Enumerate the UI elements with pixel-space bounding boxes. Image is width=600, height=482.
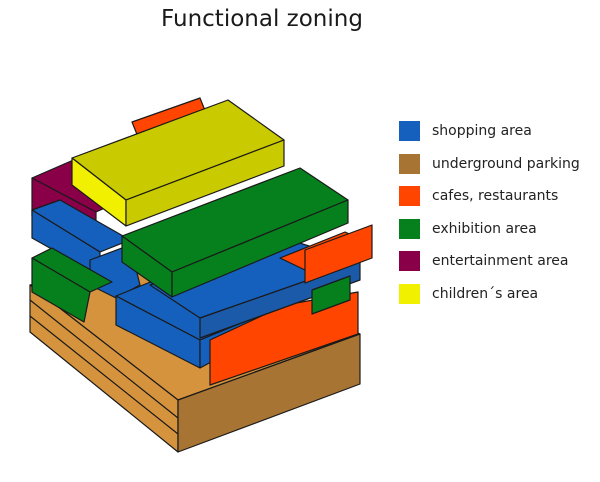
cafe-block-upper-front [304, 224, 373, 284]
legend-label: underground parking [432, 155, 580, 172]
legend-item-entertainment: entertainment area [399, 245, 580, 278]
legend-label: cafes, restaurants [432, 188, 559, 205]
legend-item-parking: underground parking [399, 148, 580, 181]
legend-label: shopping area [432, 123, 532, 140]
legend-swatch [399, 186, 420, 207]
parking-level-line [29, 299, 179, 419]
legend-label: children´s area [432, 285, 539, 302]
exhibition-block-right-small [311, 275, 351, 315]
legend-swatch [399, 218, 420, 239]
legend-swatch [399, 153, 420, 174]
legend-label: entertainment area [432, 253, 569, 270]
diagram-title: Functional zoning [161, 6, 363, 32]
legend-swatch [399, 121, 420, 142]
exhibition-block-left-front [31, 257, 91, 323]
legend-item-childrens: children´s area [399, 278, 580, 311]
legend-item-exhibition: exhibition area [399, 213, 580, 246]
exhibition-block-main-right [171, 199, 349, 298]
legend-label: exhibition area [432, 220, 537, 237]
parking-base-right [177, 333, 361, 453]
legend-item-cafes: cafes, restaurants [399, 180, 580, 213]
legend-swatch [399, 283, 420, 304]
legend-swatch [399, 251, 420, 272]
childrens-block-right [125, 139, 285, 227]
legend: shopping area underground parking cafes,… [399, 115, 580, 310]
legend-item-shopping: shopping area [399, 115, 580, 148]
parking-level-line [29, 315, 179, 435]
